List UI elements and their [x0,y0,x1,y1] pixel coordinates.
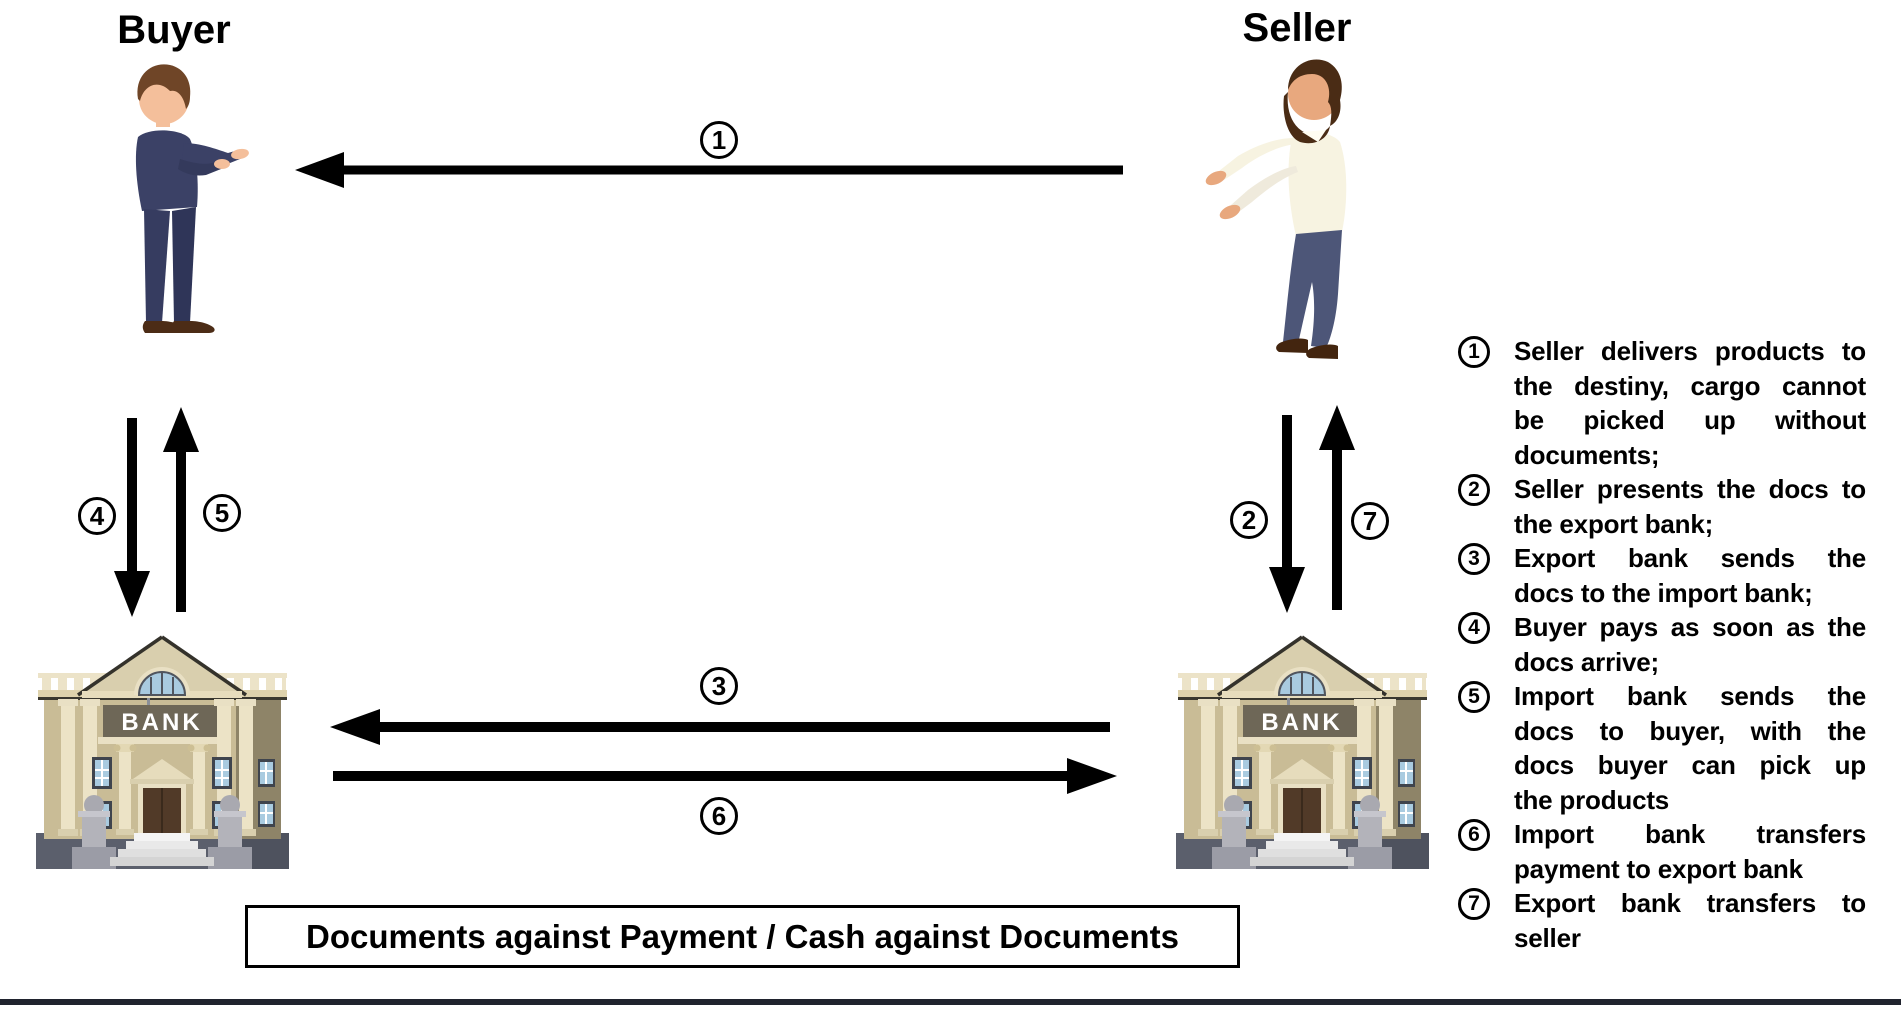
legend-line: be picked up without [1514,405,1866,435]
step-4-marker: 4 [78,497,116,535]
legend-line: the export bank; [1514,508,1714,539]
legend-step-2-marker: 2 [1458,474,1490,506]
legend-line: documents; [1514,439,1660,470]
diagram-title: Documents against Payment / Cash against… [306,917,1179,955]
legend-item-6: 6 Import bank transfers payment to export … [1458,817,1878,886]
diagram-title-box: Documents against Payment / Cash against… [245,905,1240,968]
legend-step-5-text: Import bank sends the docs to buyer, with… [1514,679,1866,817]
legend-step-4-marker: 4 [1458,612,1490,644]
legend: 1 Seller delivers products to the destiny,… [1458,334,1878,955]
legend-line: docs arrive; [1514,646,1660,677]
legend-line: Export bank transfers to [1514,888,1866,918]
bottom-divider [0,999,1901,1005]
legend-item-4: 4 Buyer pays as soon as the docs arrive; [1458,610,1878,679]
legend-line: Export bank sends the [1514,543,1866,573]
step-3-marker: 3 [700,667,738,705]
legend-step-7-marker: 7 [1458,888,1490,920]
legend-line: the products [1514,784,1670,815]
legend-step-5-marker: 5 [1458,681,1490,713]
legend-line: Import bank transfers [1514,819,1866,849]
legend-line: docs to the import bank; [1514,577,1813,608]
legend-line: Seller delivers products to [1514,336,1866,366]
arrow-step6-import-bank-to-export-bank [333,758,1117,794]
step-1-marker: 1 [700,121,738,159]
legend-line: seller [1514,922,1581,953]
seller-label: Seller [1242,6,1352,50]
arrow-step3-export-bank-to-import-bank [330,709,1110,745]
legend-step-3-marker: 3 [1458,543,1490,575]
arrow-step7-export-bank-to-seller [1319,405,1355,610]
legend-line: the destiny, cargo cannot [1514,370,1866,401]
legend-item-7: 7 Export bank transfers to seller [1458,886,1878,955]
step-7-marker: 7 [1351,502,1389,540]
export-bank-building [1170,633,1435,883]
step-6-marker: 6 [700,797,738,835]
legend-item-1: 1 Seller delivers products to the destiny,… [1458,334,1878,472]
legend-line: payment to export bank [1514,853,1803,884]
arrow-step1-seller-to-buyer [295,152,1123,188]
legend-step-6-marker: 6 [1458,819,1490,851]
step-5-marker: 5 [203,494,241,532]
legend-line: Buyer pays as soon as the [1514,612,1866,642]
arrow-step2-seller-to-export-bank [1269,415,1305,613]
legend-step-1-marker: 1 [1458,336,1490,368]
import-bank-sign: BANK [121,709,203,736]
legend-step-1-text: Seller delivers products to the destiny, … [1514,334,1866,472]
legend-step-7-text: Export bank transfers to seller [1514,886,1866,955]
legend-line: Import bank sends the [1514,681,1866,711]
legend-item-2: 2 Seller presents the docs to the export b… [1458,472,1878,541]
legend-item-3: 3 Export bank sends the docs to the import… [1458,541,1878,610]
buyer-label: Buyer [117,8,231,52]
legend-step-4-text: Buyer pays as soon as the docs arrive; [1514,610,1866,679]
legend-item-5: 5 Import bank sends the docs to buyer, wit… [1458,679,1878,817]
step-2-marker: 2 [1230,501,1268,539]
legend-step-2-text: Seller presents the docs to the export ba… [1514,472,1866,541]
buyer-person-illustration [135,64,249,333]
export-bank-sign: BANK [1261,709,1343,736]
legend-line: docs buyer can pick up [1514,750,1866,780]
arrow-step5-import-bank-to-buyer [163,407,199,612]
seller-person-illustration [1205,59,1347,359]
import-bank-building [30,633,295,883]
legend-line: docs to buyer, with the [1514,715,1866,746]
arrow-step4-buyer-to-import-bank [114,418,150,617]
legend-step-3-text: Export bank sends the docs to the import … [1514,541,1866,610]
legend-line: Seller presents the docs to [1514,474,1866,504]
legend-step-6-text: Import bank transfers payment to export b… [1514,817,1866,886]
